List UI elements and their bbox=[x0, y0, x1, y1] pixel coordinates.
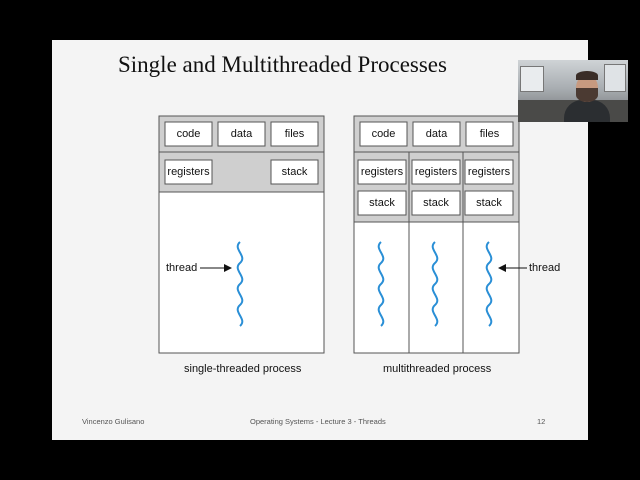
multi-thread-wave-icon-2 bbox=[431, 241, 439, 327]
single-threaded-caption: single-threaded process bbox=[184, 363, 302, 375]
multi-stack-label-1: stack bbox=[369, 197, 395, 209]
multi-code-label: code bbox=[372, 128, 396, 140]
presenter-webcam bbox=[518, 60, 628, 122]
footer-course: Operating Systems - Lecture 3 - Threads bbox=[250, 417, 386, 426]
single-thread-label: thread bbox=[166, 262, 197, 274]
multi-registers-label-2: registers bbox=[415, 166, 458, 178]
single-threaded-process: code data files registers stack thread bbox=[158, 115, 325, 354]
slide-title: Single and Multithreaded Processes bbox=[118, 52, 447, 77]
threads-diagram: code data files registers stack thread c… bbox=[158, 115, 560, 354]
single-registers-label: registers bbox=[167, 166, 210, 178]
single-stack-label: stack bbox=[282, 166, 308, 178]
multi-thread-wave-icon-3 bbox=[485, 241, 493, 327]
footer-author: Vincenzo Gulisano bbox=[82, 417, 145, 426]
single-data-label: data bbox=[231, 128, 253, 140]
single-thread-wave-icon bbox=[236, 241, 244, 327]
single-files-label: files bbox=[285, 128, 305, 140]
multi-files-label: files bbox=[480, 128, 500, 140]
multi-data-label: data bbox=[426, 128, 448, 140]
multi-thread-label: thread bbox=[529, 262, 560, 274]
multithreaded-process: code data files registers registers regi… bbox=[353, 115, 560, 354]
multi-registers-label-1: registers bbox=[361, 166, 404, 178]
single-code-label: code bbox=[177, 128, 201, 140]
multi-registers-label-3: registers bbox=[468, 166, 511, 178]
footer-page-number: 12 bbox=[537, 417, 546, 426]
multi-stack-label-3: stack bbox=[476, 197, 502, 209]
multithreaded-caption: multithreaded process bbox=[383, 363, 492, 375]
multi-stack-label-2: stack bbox=[423, 197, 449, 209]
slide: Single and Multithreaded Processes code … bbox=[52, 40, 588, 440]
multi-thread-wave-icon-1 bbox=[377, 241, 385, 327]
